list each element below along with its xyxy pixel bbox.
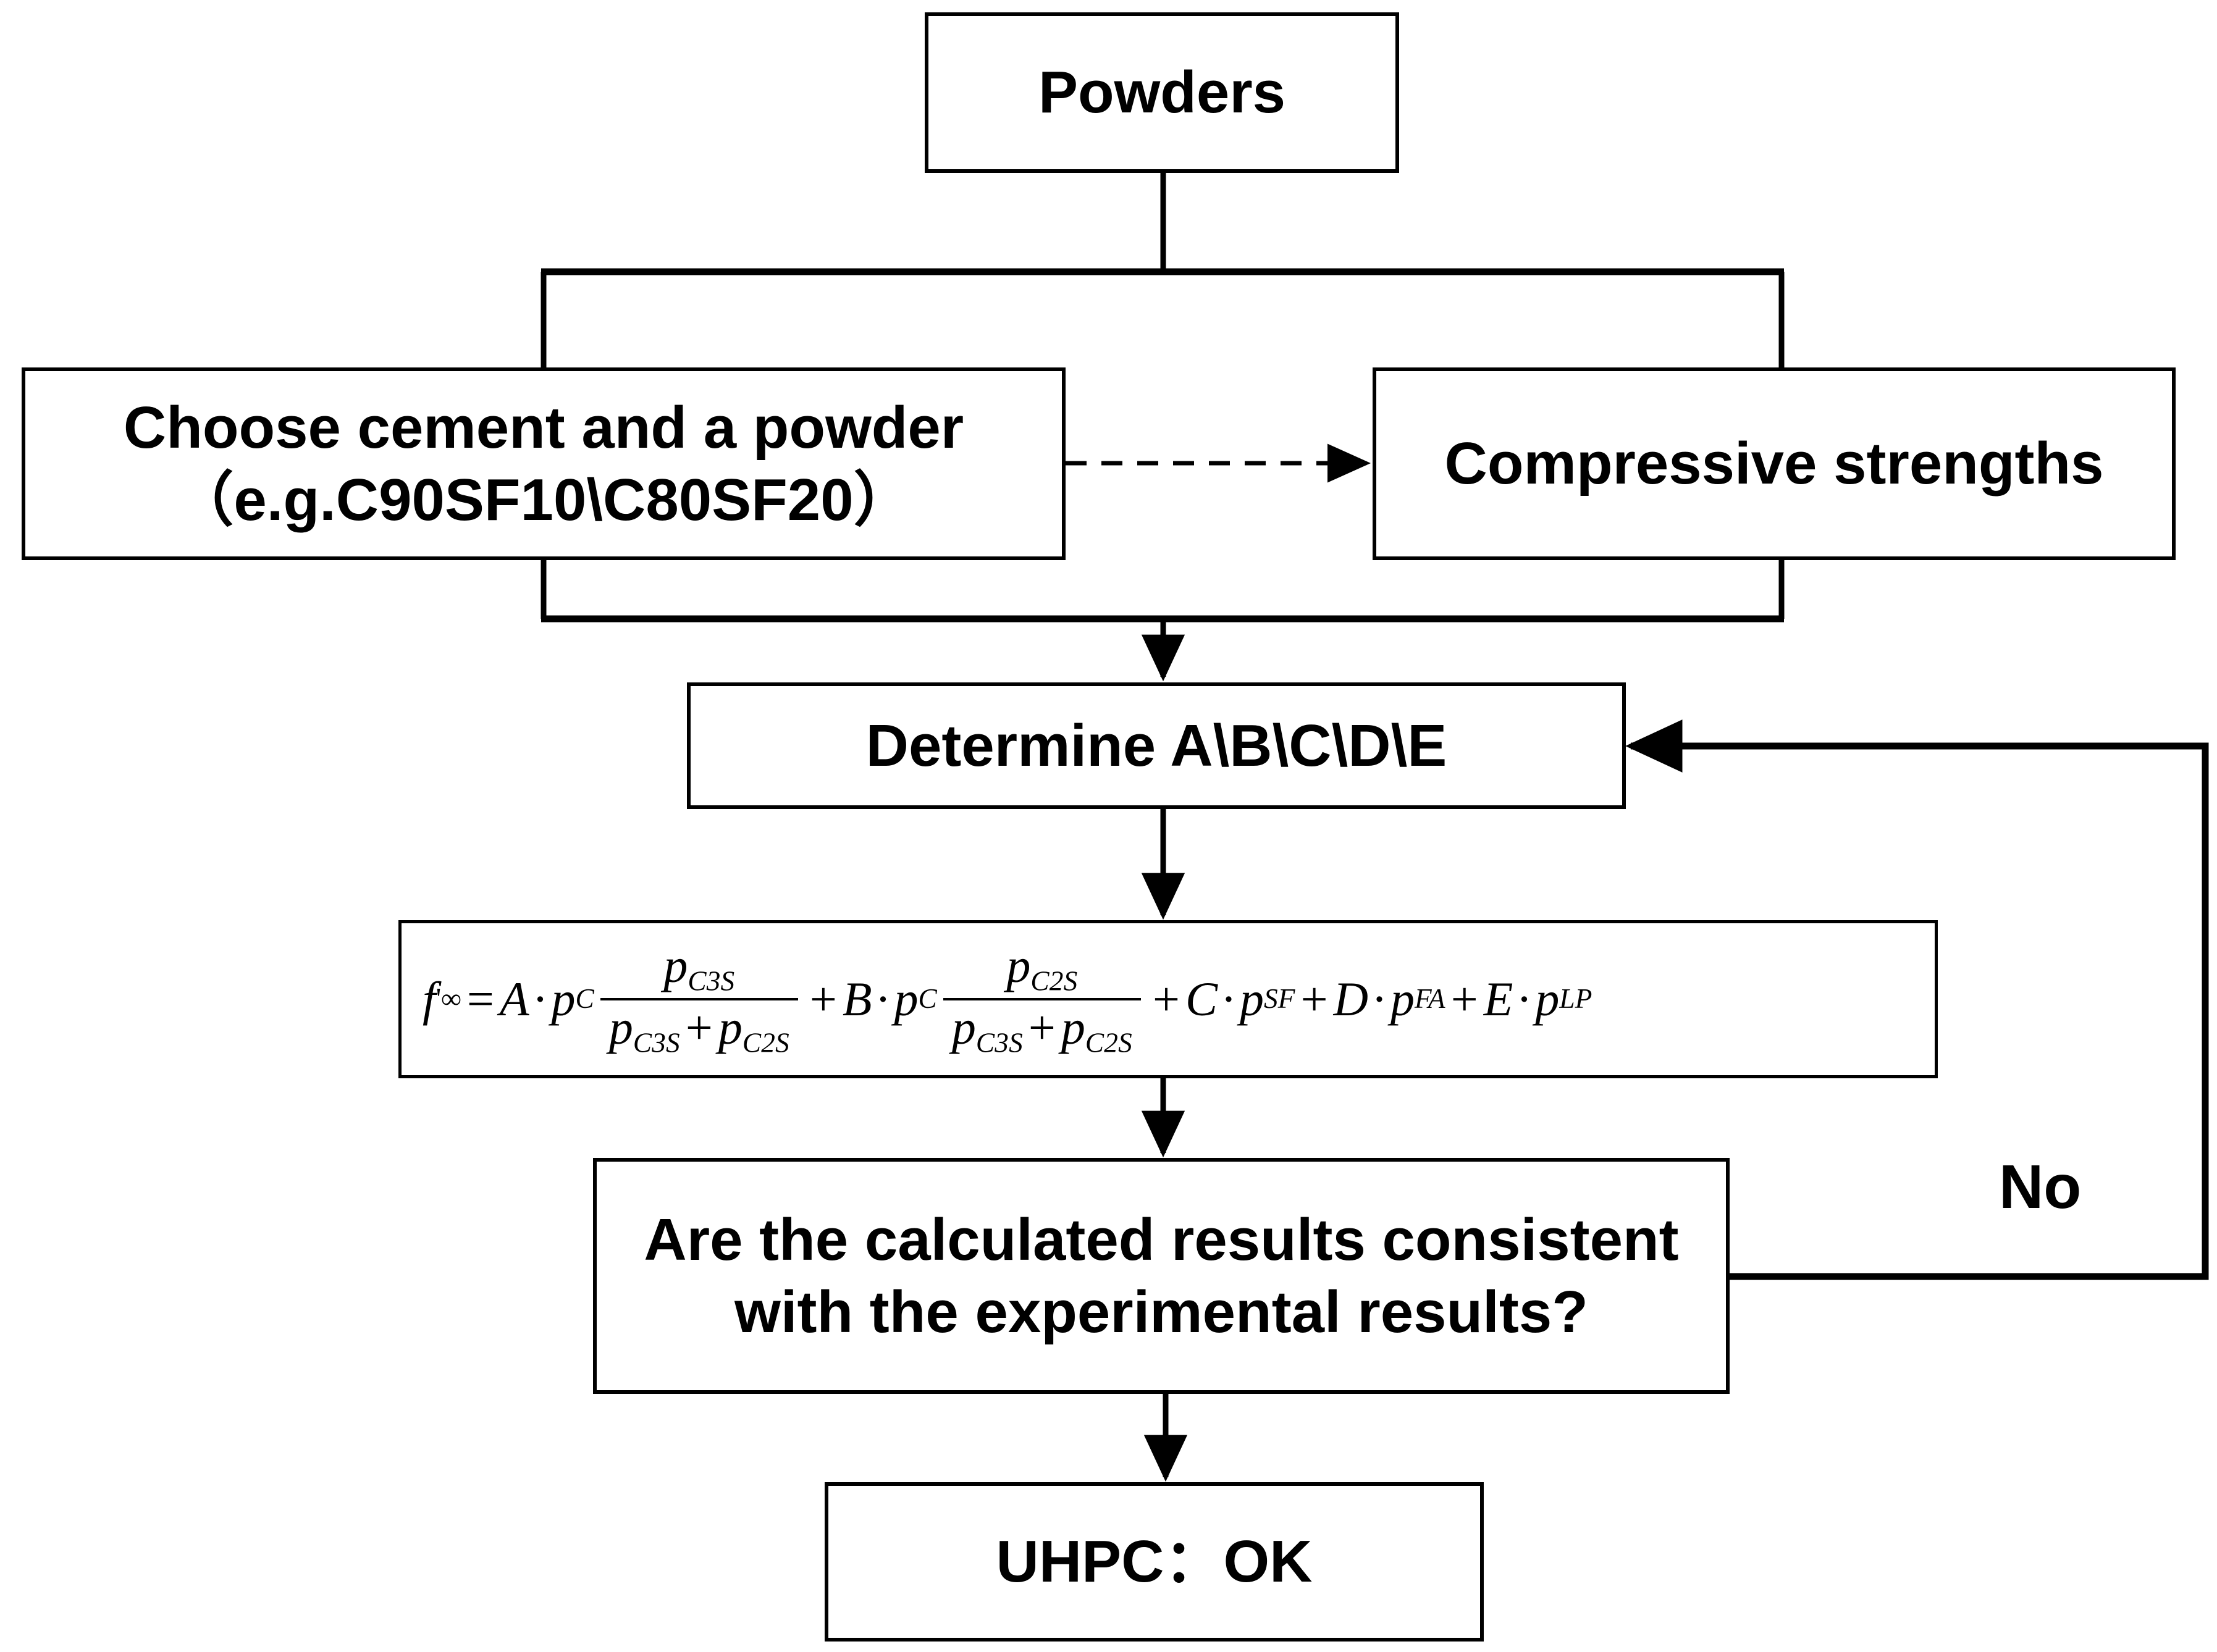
formula-term2-factor: p: [894, 972, 919, 1026]
formula-term5-factor-sub: LP: [1559, 983, 1592, 1015]
formula-term1-den-left-sub: C3S: [633, 1027, 680, 1059]
formula-term4-coef: D: [1333, 972, 1368, 1026]
formula-term1-den-right-base: p: [718, 1000, 743, 1054]
formula-term3-factor-sub: SF: [1263, 983, 1295, 1015]
formula-term1-num-sub: C3S: [688, 965, 735, 997]
node-powders[interactable]: Powders: [925, 12, 1399, 173]
formula-term3-factor: p: [1239, 972, 1264, 1026]
formula-term1-den-right-sub: C2S: [742, 1027, 789, 1059]
formula-term2-num-sub: C2S: [1030, 965, 1078, 997]
node-decision-label: Are the calculated results consistent wi…: [644, 1206, 1679, 1345]
formula-term2-den-right-base: p: [1061, 1000, 1085, 1054]
formula-term5-coef: E: [1483, 972, 1513, 1026]
formula-term1-numerator: pC3S: [655, 941, 743, 998]
formula-term2-fraction: pC2S pC3S+pC2S: [943, 941, 1141, 1057]
formula-equals: =: [466, 972, 494, 1026]
formula-term1-den-left-base: p: [608, 1000, 633, 1054]
formula-term5-dot: ·: [1516, 972, 1533, 1026]
formula-term4-factor-sub: FA: [1414, 983, 1445, 1015]
formula-term1-factor-sub: C: [575, 983, 594, 1015]
formula-term1-dot: ·: [532, 972, 549, 1026]
formula-term2-coef: B: [842, 972, 872, 1026]
node-choose-label: Choose cement and a powder （e.g.C90SF10\…: [123, 394, 964, 533]
formula-term2-denominator: pC3S+pC2S: [943, 998, 1141, 1058]
node-choose-cement-and-powder[interactable]: Choose cement and a powder （e.g.C90SF10\…: [22, 367, 1066, 560]
formula-lhs-subscript: ∞: [441, 983, 461, 1015]
formula-term2-den-right-sub: C2S: [1085, 1027, 1132, 1059]
node-compressive-strengths[interactable]: Compressive strengths: [1373, 367, 2176, 560]
formula-term4-factor: p: [1390, 972, 1415, 1026]
formula-term3-dot: ·: [1220, 972, 1237, 1026]
formula-term2-num-base: p: [1006, 939, 1031, 993]
formula-term1-factor: p: [551, 972, 576, 1026]
node-uhpc-label: UHPC：OK: [996, 1528, 1313, 1595]
node-strengths-label: Compressive strengths: [1444, 430, 2104, 497]
formula-term2-den-left-base: p: [951, 1000, 976, 1054]
node-determine-label: Determine A\B\C\D\E: [865, 712, 1447, 779]
edge-label-no: No: [1999, 1152, 2082, 1222]
formula-term3-coef: C: [1185, 972, 1218, 1026]
formula-plus-4: +: [1450, 972, 1478, 1026]
node-uhpc-ok[interactable]: UHPC：OK: [825, 1482, 1484, 1642]
formula-term1-num-base: p: [663, 939, 688, 993]
formula-term2-numerator: pC2S: [998, 941, 1086, 998]
formula-lhs-prime: ': [435, 982, 442, 1015]
formula-term2-den-left-sub: C3S: [975, 1027, 1023, 1059]
formula-lhs-symbol: f: [423, 972, 436, 1026]
formula-term1-fraction: pC3S pC3S+pC2S: [600, 941, 798, 1057]
formula-plus-1: +: [809, 972, 837, 1026]
formula-term2-den-op: +: [1028, 1000, 1056, 1054]
formula-term1-coef: A: [499, 972, 529, 1026]
formula-term1-denominator: pC3S+pC2S: [600, 998, 798, 1058]
formula-term4-dot: ·: [1371, 972, 1387, 1026]
formula-term1-den-op: +: [685, 1000, 713, 1054]
formula-plus-3: +: [1300, 972, 1328, 1026]
node-determine-coefficients[interactable]: Determine A\B\C\D\E: [687, 682, 1626, 809]
formula-plus-2: +: [1152, 972, 1180, 1026]
formula-term2-dot: ·: [875, 972, 891, 1026]
formula-term5-factor: p: [1535, 972, 1560, 1026]
node-powders-label: Powders: [1038, 59, 1286, 126]
formula-term2-factor-sub: C: [918, 983, 937, 1015]
node-decision-results-consistent[interactable]: Are the calculated results consistent wi…: [593, 1158, 1730, 1394]
